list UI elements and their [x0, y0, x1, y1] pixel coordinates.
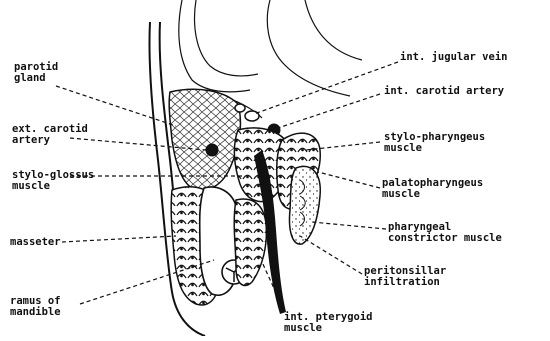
label-int-jugular-vein: int. jugular vein [400, 52, 507, 63]
label-ext-carotid-artery: ext. carotid artery [12, 124, 88, 146]
label-palatopharyngeus-muscle: palatopharyngeus muscle [382, 178, 483, 200]
int-pterygoid-shape [234, 199, 266, 286]
label-int-carotid-artery: int. carotid artery [384, 86, 504, 97]
label-masseter: masseter [10, 237, 61, 248]
leader-constrictor [312, 222, 386, 229]
label-styloglossus-muscle: stylo-glossus muscle [12, 170, 94, 192]
leader-int-carotid [278, 94, 380, 128]
label-stylopharyngeus-muscle: stylo-pharyngeus muscle [384, 132, 485, 154]
leader-parotid [56, 86, 176, 126]
label-int-pterygoid-muscle: int. pterygoid muscle [284, 312, 373, 334]
parotid-gland-shape [169, 89, 240, 190]
leader-palatopharyngeus [318, 172, 380, 188]
leader-masseter [62, 236, 176, 242]
label-parotid-gland: parotid gland [14, 62, 58, 84]
ext-carotid-artery-shape [206, 144, 219, 157]
label-pharyngeal-constrictor-muscle: pharyngeal constrictor muscle [388, 222, 502, 244]
leader-int-jugular [254, 62, 398, 114]
leader-peritonsillar [300, 236, 362, 274]
label-peritonsillar-infiltration: peritonsillar infiltration [364, 266, 446, 288]
label-ramus-of-mandible: ramus of mandible [10, 296, 61, 318]
